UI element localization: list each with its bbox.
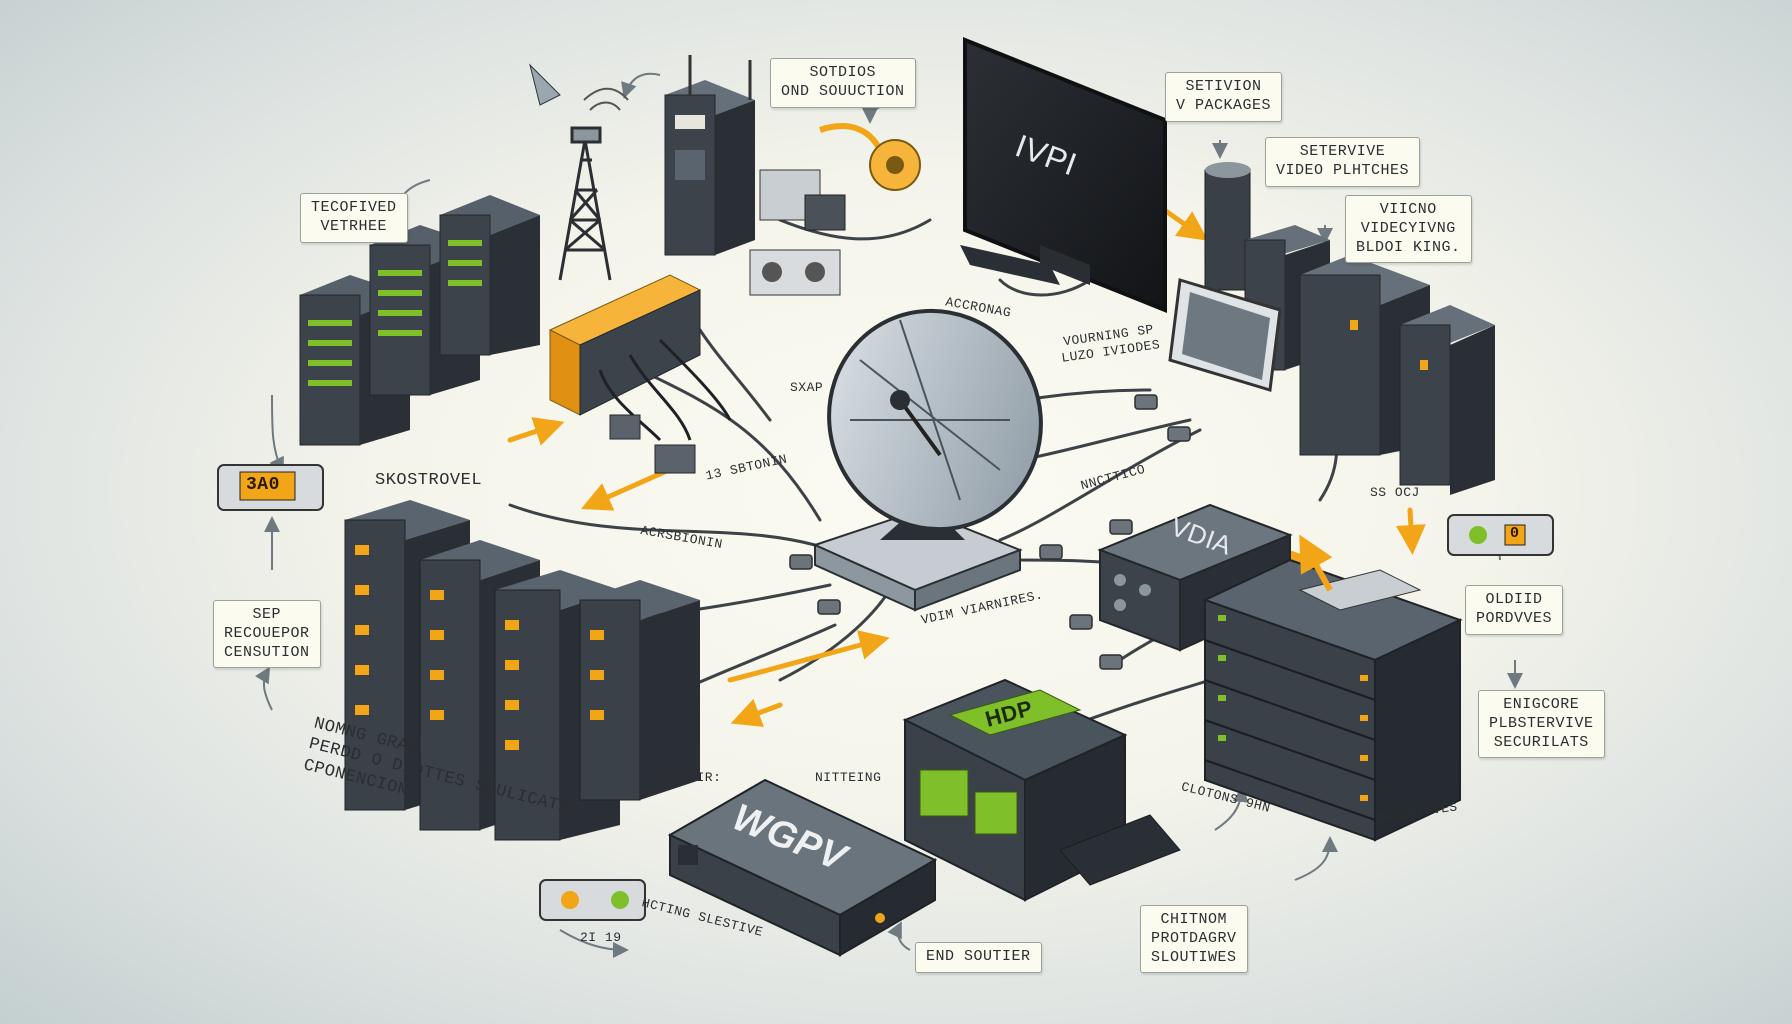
- label-hub-9: VIECCIR:: [655, 770, 722, 785]
- camera-workstation: [749, 123, 921, 296]
- label-hub-2: SXAP: [790, 380, 824, 395]
- server-stack-right: [1202, 534, 1463, 842]
- label-left-top: TECOFIVED VETRHEE: [300, 193, 408, 243]
- keyboard: [960, 245, 1060, 285]
- label-hub-14: 2I 19: [580, 930, 622, 945]
- switch-device: [667, 778, 938, 957]
- label-right-mid: OLDIID PORDVVES: [1465, 585, 1564, 635]
- signal-waves: [583, 87, 629, 111]
- cable-connectors: [789, 394, 1191, 670]
- label-hub-8: SS OCJ: [1370, 485, 1420, 500]
- gpu-box: [902, 678, 1181, 902]
- counter-display-text: 3A0: [246, 475, 280, 495]
- counter-device-left: [217, 464, 324, 511]
- server-tower-top: [664, 55, 755, 256]
- server-rack-group-top-left: [299, 195, 540, 446]
- label-top-right-2: SETERVIVE VIDEO PLHTCHES: [1265, 137, 1421, 187]
- satellite-dish: [812, 308, 1043, 612]
- counter-device-right: [1447, 514, 1554, 556]
- label-top-center: SOTDIOS OND SOUUCTION: [770, 58, 916, 108]
- patch-panel: [548, 274, 732, 474]
- label-top-right-1: SETIVION V PACKAGES: [1165, 72, 1283, 122]
- label-right-1: VIICNO VIDECYIVNG BLDOI KING.: [1345, 195, 1472, 264]
- counter-device-bottom: [539, 879, 646, 921]
- transmission-tower: [558, 126, 612, 281]
- label-left-low: SEP RECOUEPOR CENSUTION: [213, 600, 321, 669]
- antenna-flag: [529, 63, 561, 106]
- cylinder-drive: [1204, 162, 1251, 291]
- label-bottom-center-1: END SOUTIER: [915, 942, 1042, 973]
- small-monitor: [1168, 278, 1282, 392]
- monitor: [963, 37, 1167, 313]
- label-hub-10: NITTEING: [815, 770, 882, 785]
- label-left-mid: SKOSTROVEL: [375, 471, 483, 490]
- server-tower-right-upper: [1244, 225, 1495, 495]
- label-right-low: ENIGCORE PLBSTERVIVE SECURILATS: [1478, 690, 1605, 759]
- label-bottom-center-2: CHITNOM PROTDAGRV SLOUTIWES: [1140, 905, 1248, 974]
- server-rack-group-lower-left: [344, 500, 700, 841]
- counter-right-text: 0: [1510, 525, 1520, 542]
